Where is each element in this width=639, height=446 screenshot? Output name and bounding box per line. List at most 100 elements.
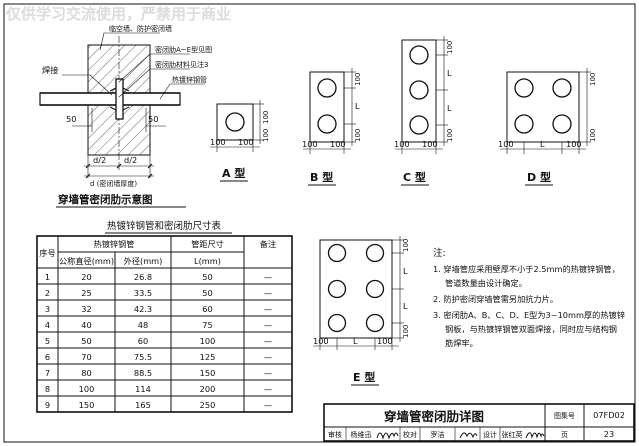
rib-plate-outline [506, 71, 580, 143]
header-seq: 序号 [39, 248, 55, 258]
review-label: 审核 [328, 430, 342, 439]
type-label: B 型 [310, 170, 333, 184]
designer-name: 张红英 [502, 430, 523, 439]
title-block: 穿墙管密闭肋详图 图集号 07FD02 审核 杨维迅 校对 罗洁 设计 张红英 … [323, 403, 635, 442]
table-cell: 150 [200, 368, 216, 378]
table-cell: — [264, 272, 272, 282]
table-cell: 70 [81, 352, 91, 362]
rib-type-d: 100 L 100 100 100 D 型 [498, 68, 597, 186]
type-label: E 型 [353, 370, 375, 384]
table-cell: 50 [202, 272, 212, 282]
callout-wall-type: 临空墙、防护密闭墙 [109, 24, 172, 33]
rib-plate-outline [309, 71, 345, 143]
table-cell: — [264, 320, 272, 330]
table-cell: 48 [138, 320, 148, 330]
pipe-hole [327, 279, 347, 299]
table-cell: — [264, 368, 272, 378]
type-label: C 型 [403, 170, 426, 184]
table-cell: 100 [79, 384, 95, 394]
header-nominal: 公称直径(mm) [59, 256, 114, 266]
table-cell: — [264, 304, 272, 314]
note-line: 筋焊牢。 [445, 338, 478, 348]
table-cell: 6 [45, 352, 50, 362]
dim-pipe-stub-left: 50 [66, 114, 76, 124]
pipe-hole [327, 313, 347, 333]
table-cell: 20 [81, 272, 91, 282]
pipe-hole [365, 313, 385, 333]
dim-width: 100 [302, 139, 318, 149]
table-cell: 100 [200, 336, 216, 346]
dim-half-wall-left: d/2 [93, 155, 106, 165]
table-cell: — [264, 336, 272, 346]
pipe-hole [514, 78, 534, 98]
type-label: D 型 [527, 170, 551, 184]
pipe-hole [409, 115, 429, 135]
dim-pitch: L [403, 301, 408, 311]
page-number: 23 [604, 429, 614, 439]
pipe-hole [365, 279, 385, 299]
dim-height: 100 [402, 325, 410, 338]
dim-width: 100 [422, 139, 438, 149]
table-cell: 60 [138, 336, 148, 346]
table-cell: 165 [135, 400, 151, 410]
table-cell: 9 [45, 400, 50, 410]
reviewer-signature [376, 432, 399, 440]
dim-height: 100 [354, 73, 362, 86]
header-pipe-group: 热镀锌钢管 [94, 239, 135, 249]
table-cell: 75 [202, 320, 212, 330]
table-cell: 42.3 [134, 304, 152, 314]
table-cell: 1 [45, 272, 50, 282]
dim-width: 100 [377, 336, 393, 346]
design-label: 设计 [483, 430, 497, 439]
sealing-rib-plate [115, 78, 124, 120]
callout-rib-types: 密闭肋A~E型见图 [155, 45, 212, 54]
note-line: 1. 穿墙管应采用壁厚不小于2.5mm的热镀锌钢管， [433, 264, 620, 274]
notes-heading: 注: [433, 247, 446, 259]
dim-height: 100 [262, 111, 270, 124]
table-cell: — [264, 384, 272, 394]
dim-height: 100 [589, 73, 597, 86]
header-remark: 备注 [260, 239, 276, 249]
table-cell: 5 [45, 336, 50, 346]
table-cell: 114 [135, 384, 151, 394]
dim-height: 100 [402, 239, 410, 252]
table-cell: 50 [202, 288, 212, 298]
table-cell: 80 [81, 368, 91, 378]
pipe-hole [317, 114, 337, 134]
designer-signature [525, 432, 545, 439]
atlas-number: 07FD02 [593, 410, 625, 420]
table-cell: — [264, 352, 272, 362]
header-size-group: 管距尺寸 [191, 239, 224, 249]
dim-width: 100 [394, 139, 410, 149]
callout-weld: 焊接 [42, 65, 58, 75]
wall-schematic: 临空墙、防护密闭墙 密闭肋A~E型见图 密闭肋材料见注3 热镀锌钢管 焊接 50… [39, 24, 212, 208]
pipe-hole [317, 78, 337, 98]
dim-pipe-stub-right: 50 [148, 114, 158, 124]
weld-mark [109, 87, 130, 111]
pipe-hole [409, 80, 429, 100]
watermark-text: 仅供学习交流使用，严禁用于商业 [5, 5, 231, 23]
header-size: L(mm) [194, 256, 221, 266]
dim-width: 100 [498, 139, 514, 149]
pipe-hole [225, 112, 245, 132]
check-label: 校对 [403, 430, 417, 439]
table-cell: 88.5 [134, 368, 152, 378]
rib-plate-outline [216, 103, 254, 141]
dim-pitch: L [447, 68, 452, 78]
table-cell: 26.8 [134, 272, 152, 282]
table-cell: 2 [45, 288, 50, 298]
table-cell: 250 [200, 400, 216, 410]
table-cell: 8 [45, 384, 50, 394]
drawing-title: 穿墙管密闭肋详图 [384, 409, 484, 424]
dim-height: 100 [446, 129, 454, 142]
pipe-hole [552, 114, 572, 134]
note-line: 2. 防护密闭穿墙管需另加抗力片。 [433, 294, 558, 304]
table-cell: — [264, 400, 272, 410]
table-cell: 4 [45, 320, 50, 330]
dim-height: 100 [589, 129, 597, 142]
pipe-hole [365, 243, 385, 263]
schematic-title: 穿墙管密闭肋示意图 [58, 193, 153, 206]
dim-half-wall-right: d/2 [124, 155, 137, 165]
